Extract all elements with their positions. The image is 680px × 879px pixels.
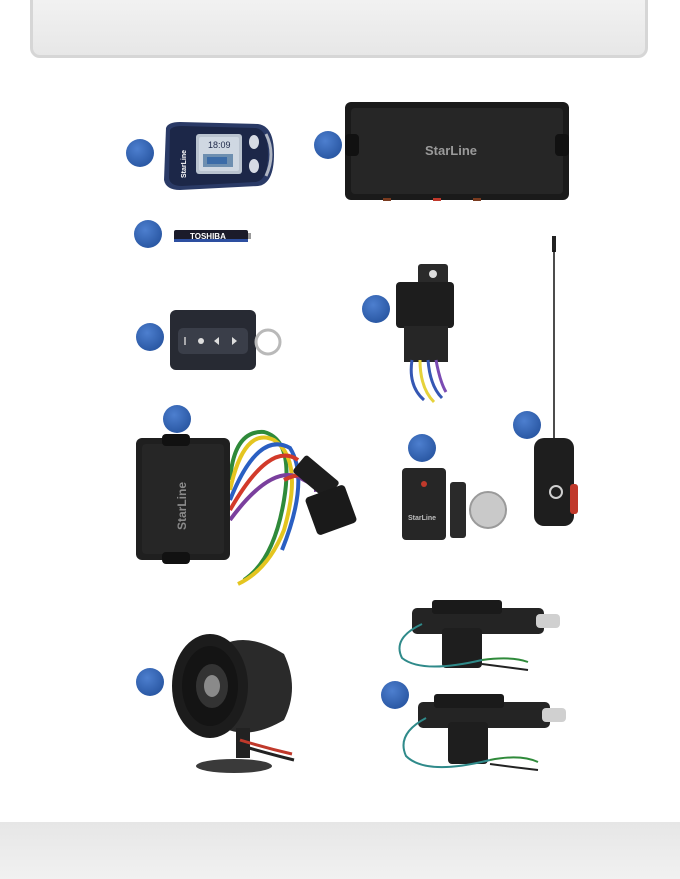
door-actuator-bottom-image	[398, 690, 570, 780]
antenna-module-image	[530, 234, 584, 528]
can-module-brand: StarLine	[175, 482, 189, 530]
header-banner	[30, 0, 648, 58]
main-unit-image: StarLine	[343, 100, 571, 204]
door-actuator-top-image	[392, 598, 564, 680]
marker-keyfob	[136, 323, 164, 351]
marker-relay	[362, 295, 390, 323]
sensor-brand: StarLine	[408, 515, 436, 522]
can-module-image: StarLine	[134, 420, 358, 590]
footer-band	[0, 822, 680, 879]
siren-image	[166, 628, 306, 774]
lcd-remote-image: 18:09 StarLine	[158, 120, 278, 192]
battery-image: TOSHIBA	[172, 227, 252, 245]
marker-main-unit	[314, 131, 342, 159]
battery-brand: TOSHIBA	[190, 232, 226, 241]
marker-siren	[136, 668, 164, 696]
remote-brand: StarLine	[181, 150, 188, 178]
remote-screen-time: 18:09	[208, 140, 231, 150]
sensor-image: StarLine	[400, 462, 510, 542]
marker-sensor	[408, 434, 436, 462]
keyfob-image	[168, 308, 284, 372]
main-unit-brand: StarLine	[425, 143, 477, 158]
marker-battery	[134, 220, 162, 248]
relay-image	[390, 262, 460, 406]
marker-remote	[126, 139, 154, 167]
